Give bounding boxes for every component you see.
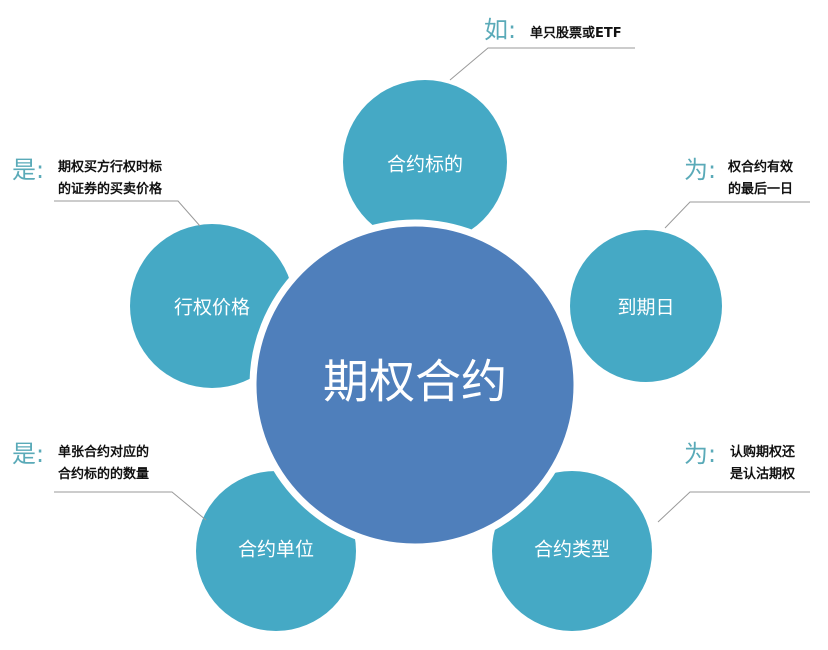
annotation-text: 的最后一日: [728, 181, 793, 197]
node-strike-circle: [130, 224, 294, 388]
leader-line: [54, 491, 207, 521]
node-expiry-label: 到期日: [617, 297, 674, 319]
annotation-prefix: 如:: [484, 16, 516, 44]
annotation-text: 认购期权还: [730, 444, 796, 460]
leader-line: [54, 200, 201, 227]
annotation-prefix: 是:: [12, 440, 44, 468]
node-unit-label: 合约单位: [238, 539, 314, 561]
leader-line: [657, 491, 810, 523]
annotation-expiry: 为: 权合约有效 的最后一日: [664, 156, 810, 229]
annotation-prefix: 是:: [12, 156, 44, 184]
annotation-type: 为: 认购期权还 是认沽期权: [657, 440, 810, 523]
annotation-strike: 是: 期权买方行权时标 的证券的买卖价格: [12, 156, 201, 227]
annotation-text: 权合约有效: [727, 159, 794, 175]
annotation-text: 单只股票或ETF: [530, 25, 622, 41]
annotation-unit: 是: 单张合约对应的 合约标的的数量: [12, 440, 207, 521]
leader-line: [664, 201, 810, 229]
annotation-text: 合约标的的数量: [58, 466, 149, 482]
node-expiry-circle: [570, 230, 722, 382]
annotation-prefix: 为:: [684, 156, 716, 184]
center-circle: [249, 219, 581, 551]
node-underlying-label: 合约标的: [387, 154, 463, 176]
node-type-circle: [492, 471, 652, 631]
leader-line: [449, 47, 635, 81]
annotation-underlying: 如: 单只股票或ETF: [449, 16, 635, 81]
node-type-label: 合约类型: [534, 539, 610, 561]
annotation-prefix: 为:: [684, 440, 716, 468]
node-underlying-circle: [343, 80, 507, 244]
center-label: 期权合约: [323, 355, 507, 409]
annotation-text: 是认沽期权: [729, 466, 796, 482]
node-strike-label: 行权价格: [174, 297, 250, 319]
annotation-text: 单张合约对应的: [58, 444, 149, 460]
annotation-text: 期权买方行权时标: [58, 159, 162, 175]
annotation-text: 的证券的买卖价格: [58, 181, 163, 197]
